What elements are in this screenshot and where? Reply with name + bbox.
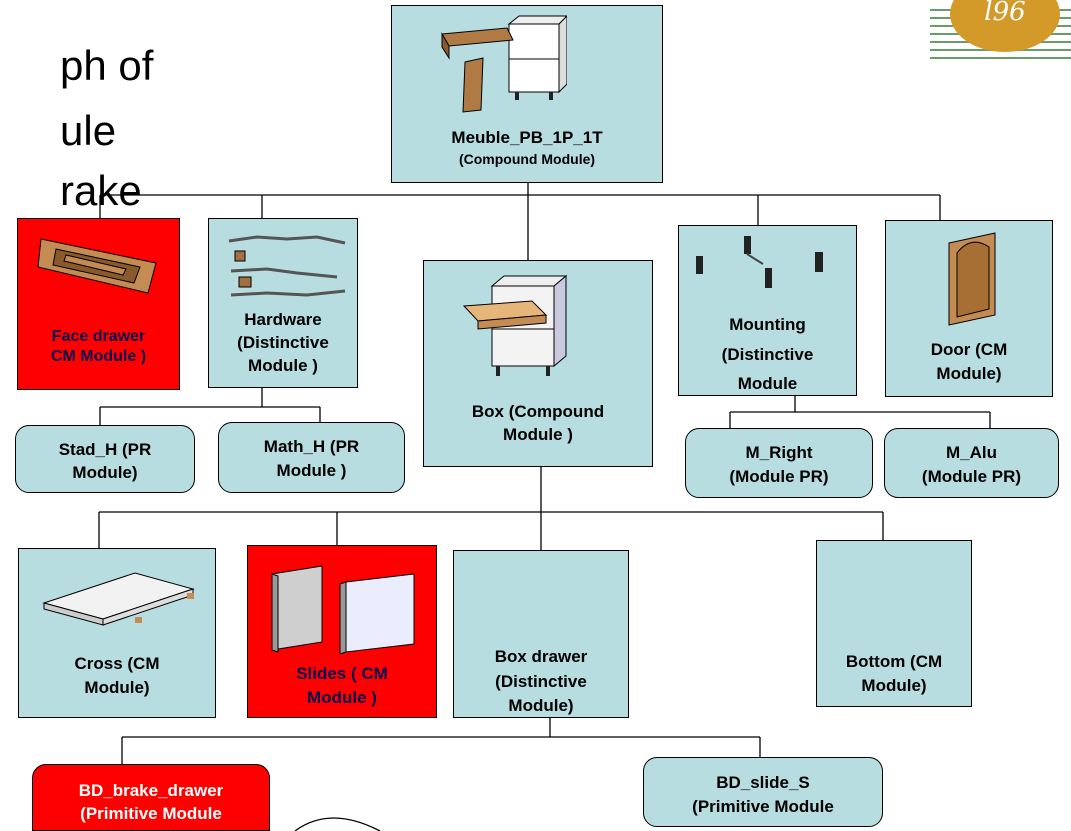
node-stad-h[interactable]: Stad_H (PR Module) [15, 425, 195, 493]
mounting-feet-icon [696, 236, 823, 288]
slide-text-line-2: ule [60, 107, 117, 154]
node-stad-h-line1: Stad_H (PR [58, 440, 152, 459]
cabinet-with-drawer-and-door-icon [441, 15, 567, 113]
node-bd-brake-drawer[interactable]: BD_brake_drawer (Primitive Module [32, 764, 270, 831]
node-m-right-line1: M_Right [745, 443, 813, 462]
node-math-h-line2: Module ) [276, 461, 347, 480]
node-bottom-line1: Bottom (CM [845, 652, 943, 671]
node-box-drawer[interactable]: Box drawer (Distinctive Module) [453, 550, 629, 718]
node-math-h[interactable]: Math_H (PR Module ) [218, 422, 405, 493]
slide-text-line-1: ph of [60, 42, 154, 89]
cabinet-box-icon [462, 274, 568, 376]
node-hardware-line1: Hardware [244, 310, 322, 329]
cross-panel-icon [42, 572, 195, 626]
node-bottom[interactable]: Bottom (CM Module) [816, 540, 972, 707]
node-bottom-line2: Module) [861, 676, 927, 695]
node-meuble-type: (Compound Module) [458, 151, 596, 167]
node-door-line2: Module) [936, 364, 1002, 383]
drawer-front-icon [37, 238, 157, 294]
node-door[interactable]: Door (CM Module) [885, 220, 1053, 397]
node-hardware[interactable]: Hardware (Distinctive Module ) [208, 218, 358, 388]
node-slides-line2: Module ) [307, 688, 377, 707]
side-panels-icon [271, 565, 415, 654]
node-slides[interactable]: Slides ( CM Module ) [247, 545, 437, 718]
node-box-drawer-line1: Box drawer [494, 647, 588, 666]
node-face-drawer[interactable]: Face drawer CM Module ) [17, 218, 180, 390]
node-math-h-line1: Math_H (PR [263, 437, 360, 456]
node-m-right[interactable]: M_Right (Module PR) [685, 428, 873, 498]
node-m-alu-line2: (Module PR) [921, 467, 1022, 486]
node-slides-line1: Slides ( CM [296, 664, 388, 683]
node-box-line1: Box (Compound [471, 402, 605, 421]
node-bd-brake-drawer-line1: BD_brake_drawer [78, 781, 224, 800]
hinge-hardware-icon [228, 235, 346, 297]
slide-text-line-3: rake [60, 167, 142, 214]
node-box-drawer-line3: Module) [508, 696, 574, 715]
node-box-drawer-line2: (Distinctive [495, 672, 587, 691]
node-m-right-line2: (Module PR) [729, 467, 829, 486]
node-meuble[interactable]: Meuble_PB_1P_1T (Compound Module) [391, 5, 663, 183]
node-cross-line1: Cross (CM [74, 654, 160, 673]
node-m-alu-line1: M_Alu [946, 443, 997, 462]
node-box[interactable]: Box (Compound Module ) [423, 260, 653, 467]
partial-ellipse-shape [294, 817, 381, 831]
node-bd-slide-s[interactable]: BD_slide_S (Primitive Module [643, 757, 883, 827]
node-hardware-line3: Module ) [248, 356, 318, 375]
node-m-alu[interactable]: M_Alu (Module PR) [884, 428, 1059, 498]
node-mounting[interactable]: Mounting (Distinctive Module [678, 225, 857, 396]
node-cross[interactable]: Cross (CM Module) [18, 548, 216, 718]
node-mounting-line2: (Distinctive [721, 345, 814, 364]
institution-logo: l96 [930, 0, 1071, 59]
node-bd-slide-s-line1: BD_slide_S [716, 773, 810, 792]
cabinet-door-icon [948, 232, 996, 326]
node-cross-line2: Module) [84, 678, 150, 697]
node-mounting-line1: Mounting [729, 315, 806, 334]
logo-text: l96 [984, 0, 1025, 27]
node-bd-slide-s-line2: (Primitive Module [692, 797, 834, 816]
node-face-drawer-line1: Face drawer [51, 328, 146, 345]
node-bd-brake-drawer-line2: (Primitive Module [80, 804, 222, 823]
node-mounting-line3: Module [737, 374, 798, 393]
node-door-line1: Door (CM [930, 340, 1008, 359]
node-hardware-line2: (Distinctive [237, 333, 329, 352]
node-stad-h-line2: Module) [72, 463, 138, 482]
node-box-line2: Module ) [503, 425, 573, 444]
node-face-drawer-line2: CM Module ) [50, 348, 147, 365]
node-meuble-name: Meuble_PB_1P_1T [451, 128, 603, 147]
